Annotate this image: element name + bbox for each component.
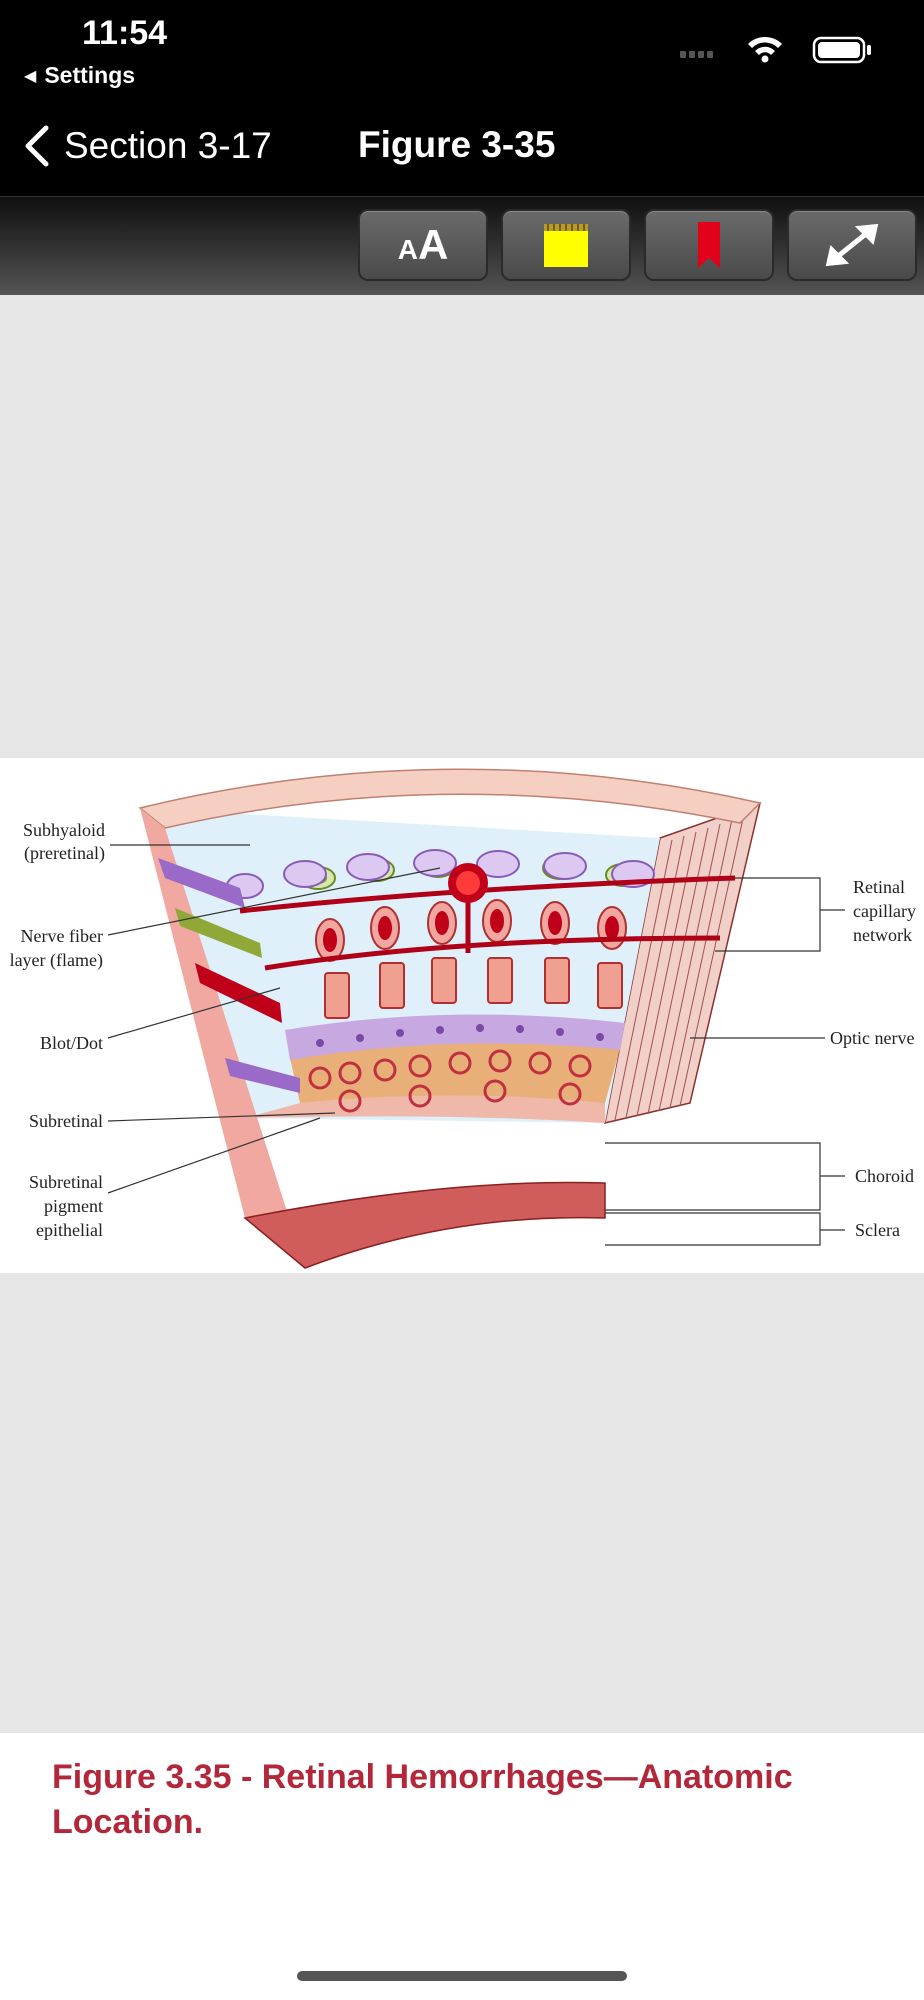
back-button[interactable]: Section 3-17 [22, 118, 272, 174]
label-retinal: Retinal [853, 877, 905, 897]
label-sclera: Sclera [855, 1220, 900, 1240]
toolbar: AA [0, 197, 924, 295]
back-button-label: Section 3-17 [64, 125, 272, 166]
status-time: 11:54 [82, 14, 168, 52]
figure-image[interactable]: Subhyaloid (preretinal) Nerve fiber laye… [0, 758, 924, 1273]
label-optic-nerve: Optic nerve [830, 1028, 914, 1048]
note-fill [544, 229, 588, 267]
highlight-note-button[interactable] [501, 209, 631, 281]
label-nerve-fiber: Nerve fiber [21, 926, 103, 946]
highlight-note-icon [544, 224, 588, 267]
caption-area: Figure 3.35 - Retinal Hemorrhages—Anatom… [0, 1733, 924, 2000]
label-flame: layer (flame) [10, 950, 103, 971]
label-subhyaloid: Subhyaloid [23, 820, 105, 840]
label-capillary: capillary [853, 901, 916, 921]
figure-viewer[interactable]: Subhyaloid (preretinal) Nerve fiber laye… [0, 295, 924, 1733]
status-icons [680, 36, 871, 64]
chevron-left-icon [25, 125, 49, 167]
expand-button[interactable] [787, 209, 917, 281]
figure-caption: Figure 3.35 - Retinal Hemorrhages—Anatom… [52, 1758, 793, 1841]
label-subretinal: Subretinal [29, 1111, 103, 1131]
font-size-button[interactable]: AA [358, 209, 488, 281]
status-bar: 11:54 ◀ Settings [0, 0, 924, 100]
home-indicator[interactable] [297, 1971, 627, 1981]
expand-icon [825, 223, 879, 267]
label-choroid: Choroid [855, 1166, 914, 1186]
label-subretinal-pigment-1: Subretinal [29, 1172, 103, 1192]
label-network: network [853, 925, 912, 945]
bookmark-button[interactable] [644, 209, 774, 281]
back-to-app-label: Settings [44, 62, 136, 88]
retina-diagram: Subhyaloid (preretinal) Nerve fiber laye… [10, 768, 916, 1269]
battery-icon [812, 36, 871, 64]
bookmark-icon [698, 222, 720, 268]
back-triangle-icon: ◀ [24, 68, 37, 85]
label-blot-dot: Blot/Dot [40, 1033, 103, 1053]
label-subretinal-pigment-2: pigment [44, 1196, 103, 1216]
wifi-icon [748, 36, 782, 63]
label-subretinal-pigment-3: epithelial [36, 1220, 103, 1240]
cellular-signal-icon [680, 51, 713, 58]
navigation-bar: Section 3-17 Figure 3-35 [0, 100, 924, 198]
back-to-app-link[interactable]: ◀ Settings [24, 62, 135, 89]
font-size-icon: AA [397, 221, 449, 268]
label-preretinal: (preretinal) [24, 843, 105, 864]
page-title: Figure 3-35 [358, 124, 556, 165]
